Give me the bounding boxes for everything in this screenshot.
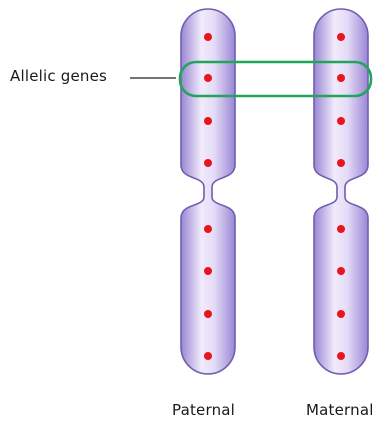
gene-dot-allele xyxy=(337,74,345,82)
gene-dot xyxy=(204,33,212,41)
gene-dot xyxy=(204,310,212,318)
gene-dot xyxy=(337,33,345,41)
allelic-genes-label: Allelic genes xyxy=(10,67,107,85)
gene-dot xyxy=(337,352,345,360)
gene-dot xyxy=(337,225,345,233)
gene-dot xyxy=(204,352,212,360)
gene-dot xyxy=(337,267,345,275)
gene-dot xyxy=(337,159,345,167)
paternal-label: Paternal xyxy=(172,401,235,419)
gene-dot xyxy=(337,310,345,318)
gene-dot xyxy=(204,117,212,125)
maternal-label: Maternal xyxy=(306,401,374,419)
gene-dot xyxy=(204,267,212,275)
gene-dot xyxy=(337,117,345,125)
gene-dot-allele xyxy=(204,74,212,82)
gene-dot xyxy=(204,159,212,167)
gene-dot xyxy=(204,225,212,233)
